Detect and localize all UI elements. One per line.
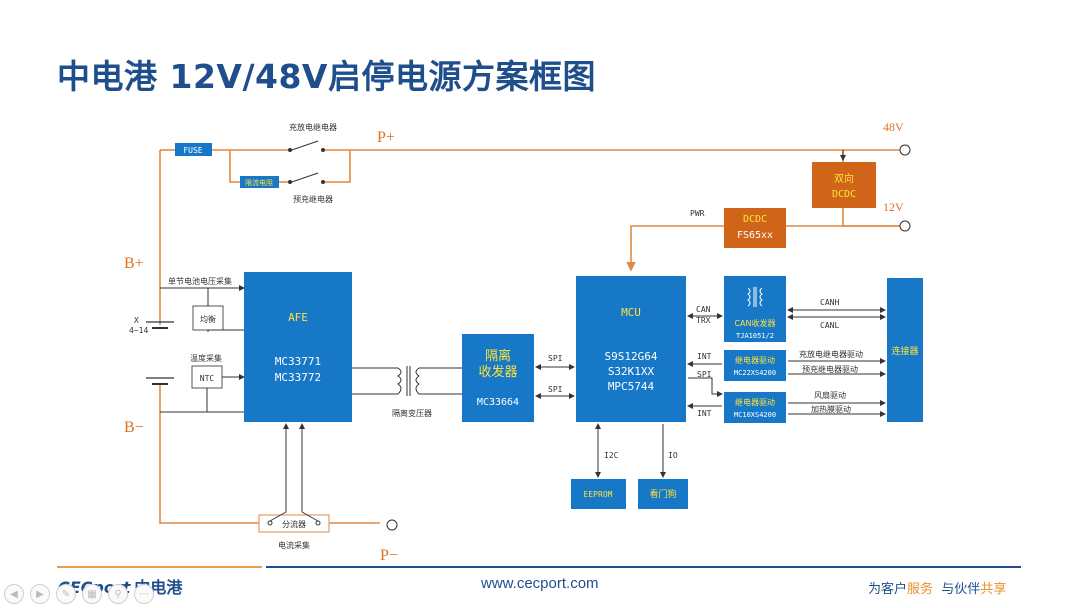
cell-voltage-label: 单节电池电压采集 — [168, 276, 232, 286]
bidir-dcdc-line2: DCDC — [832, 189, 856, 200]
int-label-2: INT — [697, 409, 712, 418]
can-trx-label: CAN — [696, 305, 711, 314]
mcu-name: MCU — [621, 306, 641, 319]
can-transceiver-name: CAN收发器 — [734, 318, 775, 328]
can-trx-label-2: TRX — [696, 316, 711, 325]
sig-charge-relay: 充放电继电器驱动 — [799, 349, 863, 359]
current-sample-label: 电流采集 — [278, 540, 310, 550]
i2c-label: I2C — [604, 451, 619, 460]
mcu-part1: S9S12G64 — [605, 350, 658, 363]
dcdc-block — [724, 208, 786, 248]
spi-label-2: SPI — [548, 385, 563, 394]
slogan-b: 服务 — [907, 582, 934, 597]
v48-label: 48V — [883, 120, 904, 134]
footer-rule-orange — [57, 566, 262, 568]
isolation-transformer-label: 隔离变压器 — [392, 408, 432, 418]
mcu-part2: S32K1XX — [608, 365, 655, 378]
balance-label: 均衡 — [200, 314, 216, 324]
b-minus-label: B− — [124, 419, 144, 436]
shunt-box — [258, 514, 330, 533]
cell-count-label: X — [134, 316, 139, 325]
relay-driver-2-part: MC10XS4200 — [734, 411, 776, 419]
website-url: www.cecport.com — [481, 575, 599, 592]
battery-symbol: X 4~14 — [129, 316, 174, 385]
isolator-block — [462, 334, 534, 422]
isolator-line1: 隔离 — [485, 348, 511, 364]
temp-sample-label: 温度采集 — [190, 353, 222, 363]
cell-range-label: 4~14 — [129, 326, 148, 335]
slogan-d: 共享 — [980, 582, 1007, 597]
isolator-line2: 收发器 — [478, 364, 517, 380]
precharge-relay-label: 预充继电器 — [293, 194, 333, 204]
bidir-dcdc-line1: 双向 — [834, 172, 854, 185]
current-limit-resistor — [240, 176, 279, 188]
connector-name: 连接器 — [891, 345, 918, 357]
page-title: 中电港 12V/48V启停电源方案框图 — [57, 57, 596, 96]
afe-name: AFE — [288, 311, 308, 324]
watchdog-name: 看门狗 — [649, 488, 676, 500]
isolation-transformer — [352, 366, 462, 396]
afe-part2: MC33772 — [275, 371, 321, 384]
pen-icon[interactable]: ✎ — [56, 584, 76, 604]
afe-part1: MC33771 — [275, 355, 321, 368]
fuse-label: FUSE — [183, 146, 202, 155]
spi-label-3: SPI — [697, 370, 712, 379]
current-limit-resistor-label: 限流电阻 — [245, 178, 273, 187]
relay-driver-1-block — [724, 350, 786, 381]
p-minus-label: P− — [380, 547, 398, 564]
b-plus-label: B+ — [124, 255, 144, 272]
dcdc-line2: FS65xx — [737, 230, 773, 241]
slides-icon[interactable]: ▦ — [82, 584, 102, 604]
isolator-part: MC33664 — [477, 397, 519, 408]
relay-driver-2-block — [724, 392, 786, 423]
more-icon[interactable]: ⋯ — [134, 584, 154, 604]
ntc-label: NTC — [200, 374, 215, 383]
shunt-label: 分流器 — [282, 519, 306, 529]
sig-precharge-relay: 预充继电器驱动 — [802, 364, 858, 374]
relay-driver-1-part: MC22XS4200 — [734, 369, 776, 377]
pwr-label: PWR — [690, 209, 705, 218]
fuse-block — [175, 143, 212, 156]
slogan-a: 为客户 — [868, 582, 908, 597]
canl-label: CANL — [820, 321, 839, 330]
slideshow-toolbar: ◀ ▶ ✎ ▦ ⚲ ⋯ — [4, 584, 154, 604]
sig-fan: 风扇驱动 — [814, 390, 846, 400]
dcdc-line1: DCDC — [743, 214, 767, 225]
relay-driver-1-name: 继电器驱动 — [735, 355, 775, 365]
next-slide-icon[interactable]: ▶ — [30, 584, 50, 604]
mcu-part3: MPC5744 — [608, 380, 655, 393]
io-label: IO — [668, 451, 678, 460]
charge-relay-label: 充放电继电器 — [289, 122, 337, 132]
p-plus-label: P+ — [377, 129, 395, 146]
afe-block — [244, 272, 352, 422]
zoom-icon[interactable]: ⚲ — [108, 584, 128, 604]
can-transceiver-part: TJA1051/2 — [736, 332, 774, 340]
bidir-dcdc-block — [812, 162, 876, 208]
v12-label: 12V — [883, 200, 904, 214]
footer-rule-blue — [266, 566, 1021, 568]
connector-block — [887, 278, 923, 422]
slogan: 为客户服务 与伙伴共享 — [868, 578, 1006, 597]
eeprom-block — [571, 479, 626, 509]
int-label-1: INT — [697, 352, 712, 361]
mcu-block — [576, 276, 686, 422]
eeprom-name: EEPROM — [584, 490, 613, 499]
prev-slide-icon[interactable]: ◀ — [4, 584, 24, 604]
watchdog-block — [638, 479, 688, 509]
can-transceiver-block — [724, 276, 786, 342]
canh-label: CANH — [820, 298, 839, 307]
can-transformer-icon — [747, 287, 763, 307]
sig-heater: 加热膜驱动 — [811, 404, 851, 414]
spi-label-1: SPI — [548, 354, 563, 363]
slogan-c: 与伙伴 — [941, 582, 981, 597]
relay-driver-2-name: 继电器驱动 — [735, 397, 775, 407]
